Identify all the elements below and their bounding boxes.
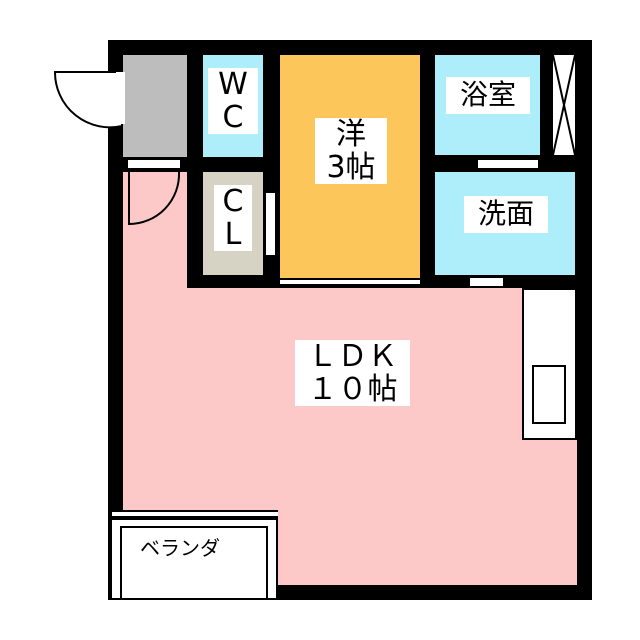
washroom-door[interactable] (470, 278, 503, 286)
bath-label: 浴室 (446, 77, 530, 114)
kitchen-counter (522, 288, 577, 440)
closet-door[interactable] (266, 193, 275, 255)
entrance-floor (123, 55, 187, 157)
bath-door[interactable] (478, 160, 538, 168)
cl-label-l: L (224, 217, 242, 252)
balcony-window[interactable] (112, 510, 278, 518)
veranda-inner (120, 526, 268, 598)
ldk-label-1: ＬＤＫ (307, 339, 398, 374)
ldk-label-2: １０帖 (307, 372, 398, 407)
western-label-1: 洋 (336, 117, 366, 152)
hall-door-swing-icon (128, 171, 181, 226)
veranda (110, 518, 278, 600)
veranda-label: ベランダ (140, 536, 220, 560)
washroom-label: 洗面 (464, 196, 548, 233)
door-swing-icon (53, 71, 125, 129)
sliding-door[interactable] (280, 278, 420, 286)
cl-label-c: C (222, 184, 244, 219)
western-label-2: 3帖 (326, 150, 376, 185)
window-x (552, 54, 576, 156)
wc-label-c: C (222, 100, 244, 135)
entrance-door-gap[interactable] (128, 160, 180, 168)
wc-label-w: W (218, 67, 248, 102)
